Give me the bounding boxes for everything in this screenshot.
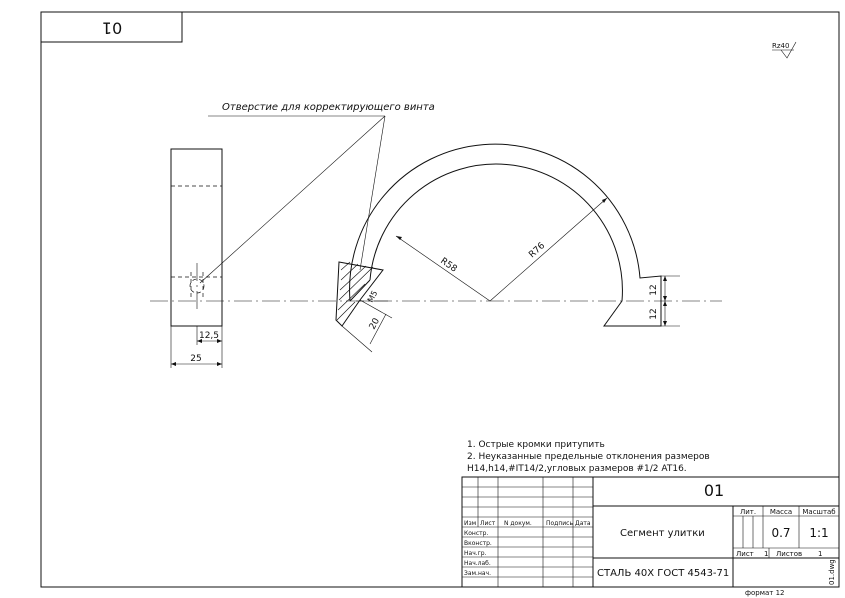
tb-role-5: Зам.нач. (464, 570, 491, 577)
code-box-text: 01 (102, 19, 122, 38)
notes: 1. Острые кромки притупить 2. Неуказанны… (467, 440, 710, 474)
dim-20: 20 (368, 316, 382, 331)
title-block: 01 Сегмент улитки СТАЛЬ 40Х ГОСТ 4543-71… (461, 476, 840, 588)
tb-header-date: Дата (575, 520, 591, 527)
segment-view: R58 R76 12 12 20 M5 (335, 143, 680, 353)
side-label: 01.dwg (828, 559, 836, 585)
tb-mass: 0.7 (771, 526, 790, 540)
dim-m5: M5 (366, 289, 380, 304)
tb-role-2: Вконстр. (464, 540, 492, 547)
tb-header-sign: Подпись (546, 520, 573, 527)
note-1: 1. Острые кромки притупить (467, 440, 605, 450)
tb-mass-label: Масса (770, 508, 792, 516)
code-box (40, 11, 183, 43)
tb-role-4: Нач.лаб. (464, 560, 491, 567)
tb-role-1: Констр. (464, 530, 488, 537)
dim-12-5: 12,5 (199, 331, 219, 341)
roughness-symbol: Rz40 (772, 41, 797, 59)
dim-r76: R76 (527, 241, 547, 260)
tb-scale: 1:1 (809, 526, 828, 540)
tb-material: СТАЛЬ 40Х ГОСТ 4543-71 (597, 568, 729, 579)
tb-scale-label: Масштаб (802, 508, 835, 516)
dim-12-lower: 12 (649, 308, 659, 319)
tb-sheets: 1 (818, 550, 822, 558)
tb-header-list: Лист (480, 520, 496, 527)
callout: Отверстие для корректирующего винта (199, 102, 435, 284)
dim-25: 25 (190, 354, 201, 364)
tb-lit-label: Лит. (740, 508, 756, 516)
tb-sheet-label: Лист (736, 550, 754, 558)
tb-header-doc: N докум. (504, 520, 532, 527)
callout-text: Отверстие для корректирующего винта (222, 102, 435, 113)
format-label: формат 12 (745, 589, 785, 597)
roughness-label: Rz40 (772, 42, 789, 50)
sheet-frame (40, 11, 840, 588)
side-view: 12,5 25 (170, 148, 223, 368)
tb-sheet: 1 (764, 550, 768, 558)
note-2: 2. Неуказанные предельные отклонения раз… (467, 452, 710, 462)
tb-sheets-label: Листов (776, 550, 802, 558)
note-3: H14,h14,#IT14/2,угловых размеров #1/2 AT… (467, 464, 687, 474)
tb-designation: 01 (704, 481, 724, 500)
tb-header-izm: Изм (464, 520, 476, 527)
dim-12-upper: 12 (649, 284, 659, 295)
tb-part-name: Сегмент улитки (620, 528, 705, 539)
tb-role-3: Нач.гр. (464, 550, 487, 557)
